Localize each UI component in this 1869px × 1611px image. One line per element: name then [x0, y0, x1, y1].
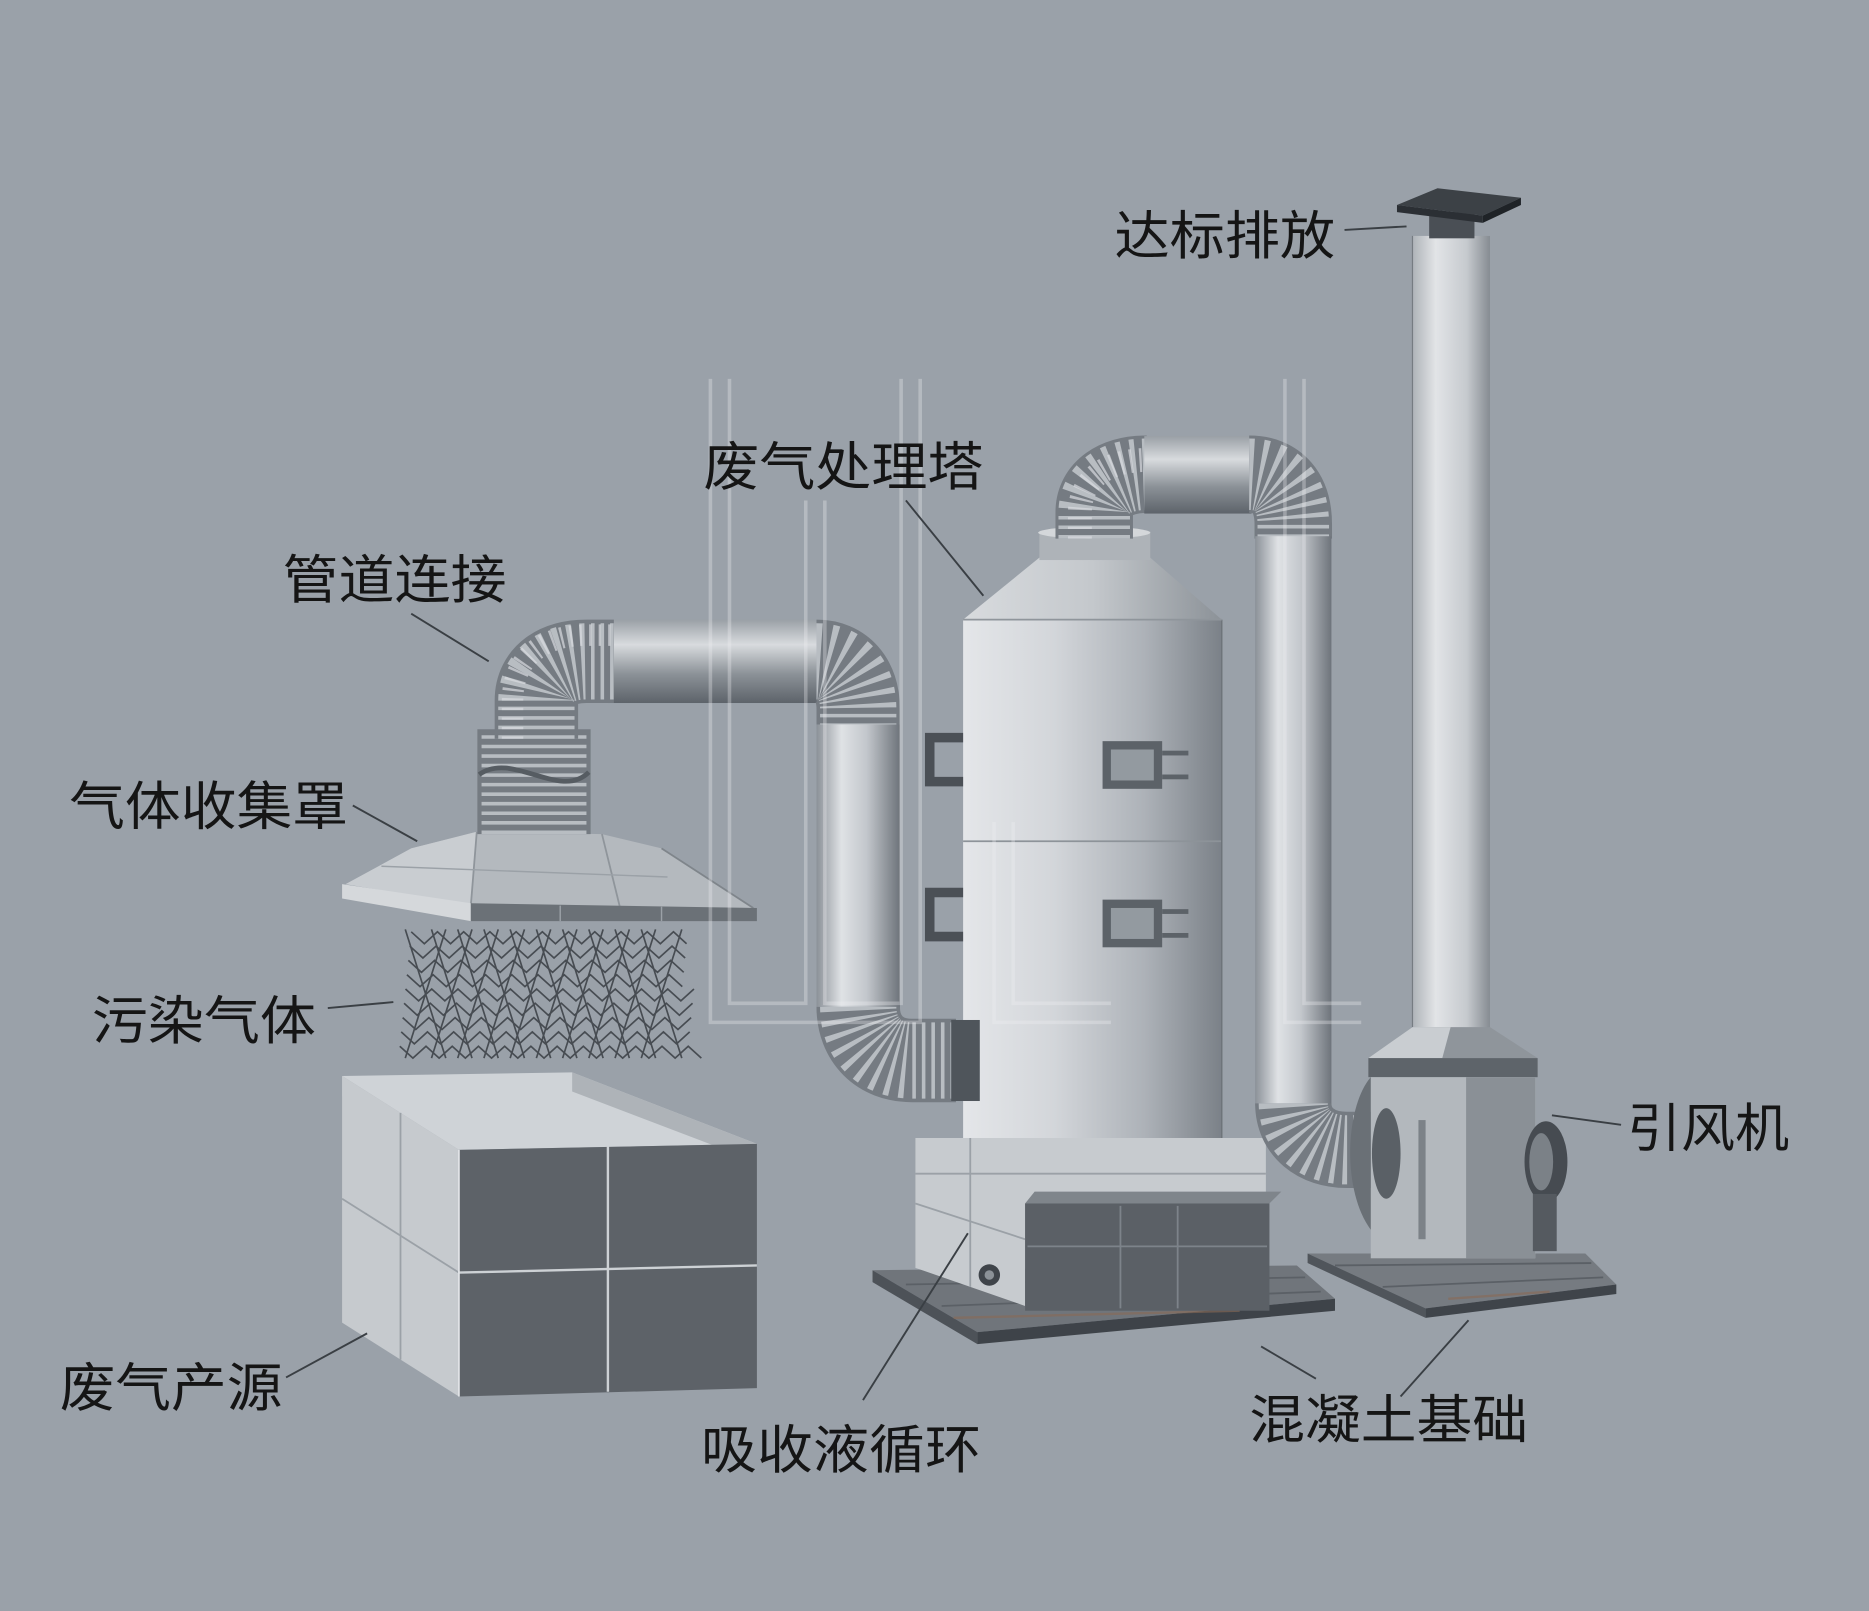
callout-line-polluted-gas	[327, 1001, 394, 1010]
callout-line-fan	[1551, 1114, 1622, 1126]
fan-inlet-icon	[1371, 1108, 1401, 1199]
tower-body	[963, 619, 1222, 1156]
chimney	[1396, 188, 1521, 1032]
mesh-strand	[640, 929, 683, 1059]
inspection-hatch-lower	[1102, 899, 1189, 948]
tower-cone	[963, 557, 1222, 620]
inspection-hatch-upper	[1102, 741, 1189, 789]
label-foundation: 混凝土基础	[1249, 1390, 1528, 1451]
collection-hood	[342, 619, 757, 922]
label-tower: 废气处理塔	[703, 437, 983, 498]
label-absorbent: 吸收液循环	[701, 1420, 981, 1481]
mesh-strand	[403, 1002, 694, 1017]
side-bracket-lower	[924, 887, 964, 942]
callout-line-tower	[905, 499, 985, 597]
label-fan: 引风机	[1627, 1098, 1789, 1159]
label-emission: 达标排放	[1114, 206, 1335, 267]
mesh-strand	[406, 973, 683, 988]
treatment-tower	[915, 526, 1282, 1311]
watermark	[708, 378, 1362, 1025]
callout-line-emission	[1344, 225, 1407, 231]
inlet-duct	[607, 619, 980, 1103]
mesh-strand	[407, 959, 685, 974]
callout-line-hood	[352, 804, 418, 843]
gas-source-box	[341, 1072, 757, 1397]
callouts	[285, 225, 1622, 1401]
callout-line-foundation-fan	[1399, 1319, 1470, 1398]
label-hood: 气体收集罩	[69, 777, 348, 838]
callout-line-foundation-tower	[1260, 1345, 1317, 1380]
mesh-strand	[409, 944, 686, 960]
fan-foundation	[1307, 1253, 1617, 1318]
mesh-strand	[402, 1016, 692, 1031]
side-bracket-upper	[924, 732, 964, 787]
polluted-gas-mesh	[399, 929, 702, 1060]
mesh-strand	[404, 987, 695, 1003]
labels: 达标排放 废气处理塔 管道连接 气体收集罩 污染气体 引风机 废气产源 吸收液循…	[60, 206, 1790, 1481]
mesh-strand	[399, 1045, 702, 1060]
callout-line-duct	[410, 612, 490, 663]
label-polluted-gas: 污染气体	[92, 991, 316, 1052]
label-source: 废气产源	[60, 1358, 283, 1419]
callout-line-absorbent	[862, 1232, 969, 1401]
outlet-duct	[1055, 435, 1374, 1188]
callout-line-source	[285, 1332, 368, 1379]
circulation-support	[915, 1137, 1266, 1306]
label-duct: 管道连接	[282, 550, 506, 611]
tower-inlet-flange	[951, 1019, 980, 1102]
circulation-pump-box	[978, 1191, 1282, 1311]
induced-draft-fan	[1350, 1027, 1568, 1259]
